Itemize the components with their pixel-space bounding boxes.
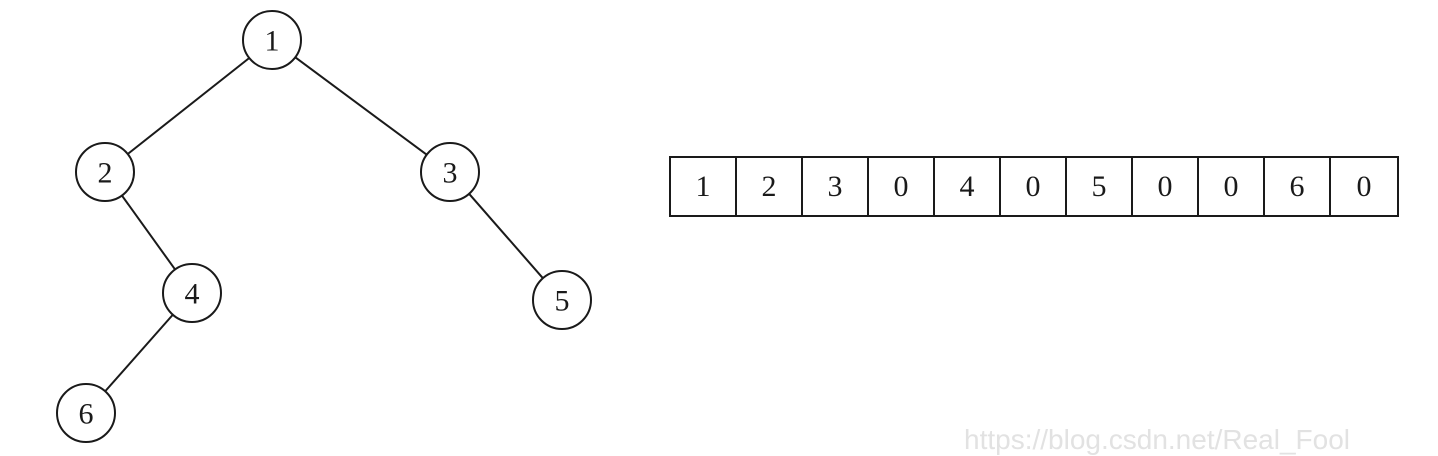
tree-node-label: 2 [98,157,113,190]
array-cell: 6 [1265,158,1331,215]
array-cell: 1 [671,158,737,215]
watermark-text: https://blog.csdn.net/Real_Fool [964,424,1351,455]
tree-node-circle [532,270,592,330]
tree-node-2: 2 [75,142,135,202]
tree-node-circle [242,10,302,70]
array-cell: 0 [1001,158,1067,215]
array-cell: 0 [1133,158,1199,215]
tree-node-label: 5 [555,285,570,318]
tree-node-circle [75,142,135,202]
tree-edge-n1-n2 [127,57,250,155]
tree-node-label: 4 [185,278,200,311]
tree-node-circle [420,142,480,202]
tree-node-3: 3 [420,142,480,202]
array-cell: 0 [869,158,935,215]
tree-edge-n2-n4 [121,194,176,271]
binary-tree-diagram: 1 2 3 4 5 6 [56,10,592,443]
tree-edge-n3-n5 [468,193,544,279]
tree-edge-n1-n3 [294,56,428,156]
tree-node-label: 3 [443,157,458,190]
array-cell: 2 [737,158,803,215]
tree-node-circle [56,383,116,443]
tree-node-5: 5 [532,270,592,330]
tree-node-4: 4 [162,263,222,323]
array-cell: 0 [1356,169,1372,203]
array-cell: 5 [1067,158,1133,215]
tree-node-label: 1 [265,25,280,58]
tree-edge-n4-n6 [104,314,174,392]
tree-nodes: 1 2 3 4 5 6 [56,10,592,443]
array-cell: 0 [1199,158,1265,215]
tree-node-6: 6 [56,383,116,443]
tree-edges [104,56,544,392]
tree-node-1: 1 [242,10,302,70]
array-cell: 3 [803,158,869,215]
tree-node-circle [162,263,222,323]
array-cell: 4 [935,158,1001,215]
tree-node-label: 6 [79,398,94,431]
